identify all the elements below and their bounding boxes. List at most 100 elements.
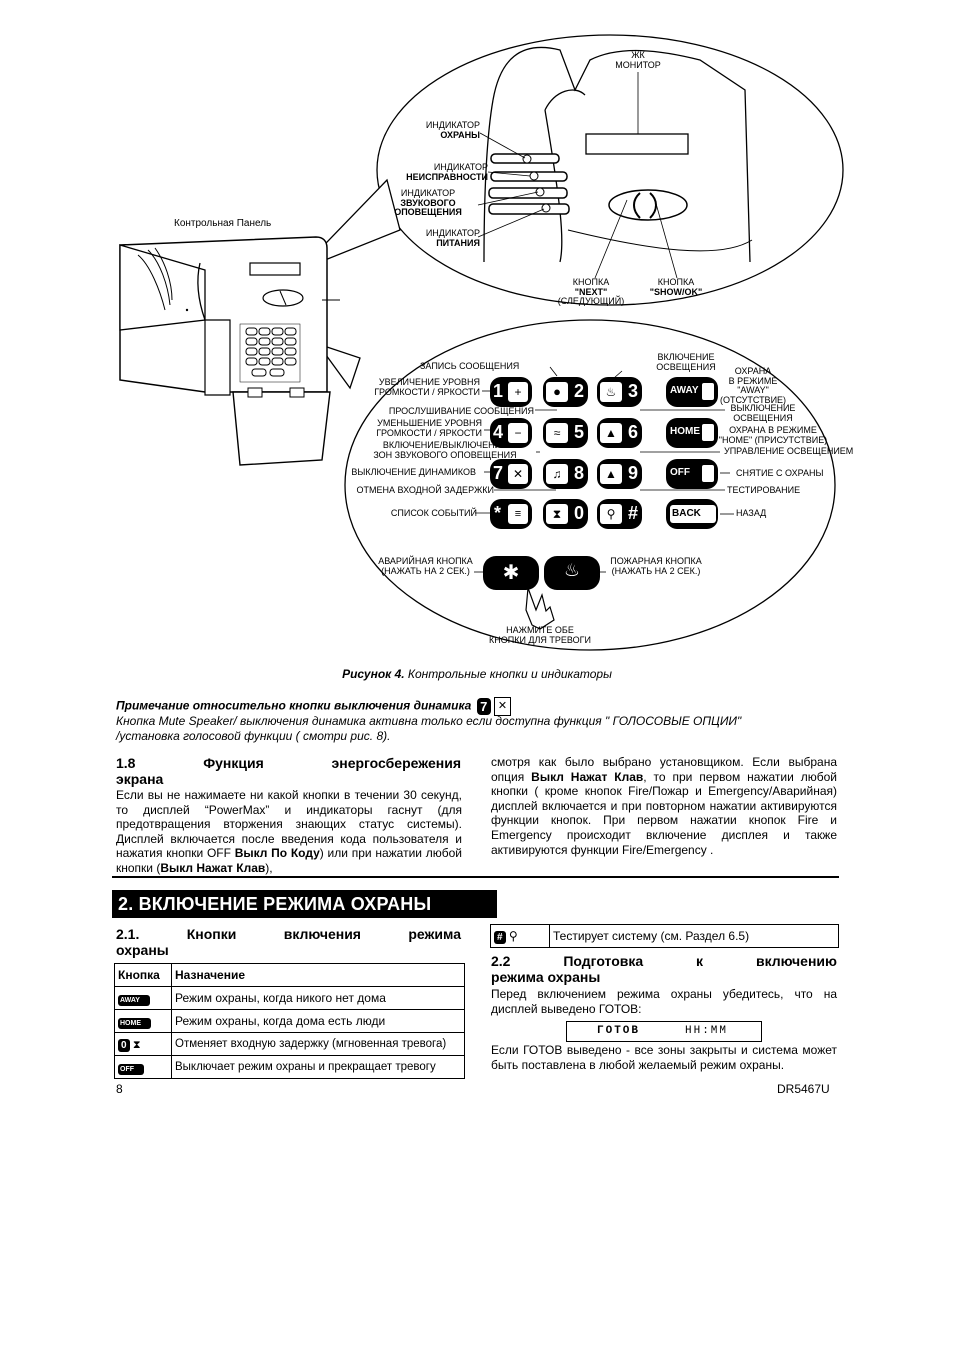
key-back[interactable]: BACK [666,499,718,529]
section-2-title-bar [112,890,497,918]
label-emergency: АВАРИЙНАЯ КНОПКА(НАЖАТЬ НА 2 СЕК.) [378,556,473,576]
after-ready-text: Если ГОТОВ выведено - все зоны закрыты и… [491,1043,837,1072]
key-5[interactable]: ≈ 5 [543,418,588,448]
key-7[interactable]: 7 ✕ [490,459,532,489]
key-2[interactable]: ● 2 [543,377,588,407]
document-code: DR5467U [777,1082,830,1096]
section-2-1-heading-2: охраны [116,942,169,958]
listen-icon: ≈ [546,423,568,443]
test-key-table: # ⚲ Тестирует систему (см. Раздел 6.5) [490,924,839,948]
table-cell: Режим охраны, когда дома есть люди [171,1009,465,1033]
section-divider [112,876,839,878]
light-off-icon: ▲ [600,423,622,443]
label-fire: ПОЖАРНАЯ КНОПКА(НАЖАТЬ НА 2 СЕК.) [610,556,702,576]
hourglass-icon: ⧗ [546,504,568,524]
key-8[interactable]: ♫ 8 [543,459,588,489]
section-1-8-heading-2: экрана [116,771,164,787]
table-row: AWAY Режим охраны, когда никого нет дома [114,986,465,1010]
test-key-icon: # ⚲ [490,924,550,948]
fire-icon: ♨ [563,560,581,580]
lock-icon [702,383,714,400]
key-star[interactable]: * ≡ [490,499,532,529]
key-4[interactable]: 4 − [490,418,532,448]
table-row: OFF Выключает режим охраны и прекращает … [114,1055,465,1079]
home-key-icon: HOME [114,1009,172,1033]
key-home[interactable]: HOME [666,418,718,448]
record-icon: ● [546,382,568,402]
test-icon: ⚲ [600,504,622,524]
table-header-row: Кнопка Назначение [114,963,465,987]
section-2-1-heading: 2.1. Кнопки включения режима [116,926,461,942]
key-3[interactable]: ♨ 3 [597,377,642,407]
section-2-2-heading-2: режима охраны [491,969,601,985]
control-panel-label: Контрольная Панель [174,218,272,229]
keypad-keys: 1 + ● 2 ♨ 3 AWAY 4 − ≈ 5 ▲ 6 HOME 7 ✕ ♫ … [0,0,954,660]
label-back: НАЗАД [736,508,767,518]
hand-icon [525,587,555,630]
instant-key-icon: 0 ⧗ [114,1032,172,1056]
light-on-icon: ♨ [600,382,622,402]
emergency-key[interactable]: ✱ [483,556,539,590]
label-disarm: СНЯТИЕ С ОХРАНЫ [736,468,824,478]
figure-caption: Рисунок 4. Контрольные кнопки и индикато… [342,667,612,681]
label-event-log: СПИСОК СОБЫТИЙ [390,508,477,518]
volume-up-icon: + [508,382,528,402]
note-text: Кнопка Mute Speaker/ выключения динамика… [116,714,742,743]
event-log-icon: ≡ [508,504,528,524]
ready-time: HH:MM [685,1025,729,1037]
control-panel-figure [119,34,844,651]
mute-speaker-icon: ✕ [508,464,528,484]
key-1[interactable]: 1 + [490,377,532,407]
key-hash[interactable]: ⚲ # [597,499,642,529]
table-row: # ⚲ Тестирует систему (см. Раздел 6.5) [490,924,839,948]
label-test: ТЕСТИРОВАНИЕ [727,485,801,495]
show-ok-button-label: КНОПКА"SHOW/OK" [649,277,703,297]
off-key-icon: OFF [114,1055,172,1079]
key-9[interactable]: ▲ 9 [597,459,642,489]
chime-icon: ♫ [546,464,568,484]
section-1-8-heading: 1.8 Функция энергосбережения [116,755,461,771]
emergency-icon: ✱ [502,562,520,584]
before-arming-text: Перед включением режима охраны убедитесь… [491,987,837,1016]
label-home: ОХРАНА В РЕЖИМЕ"HOME" (ПРИСУТСТВИЕ) [718,425,828,445]
mute-speaker-icon: ✕ [494,697,512,716]
key-off[interactable]: OFF [666,459,718,489]
table-cell: Выключает режим охраны и прекращает трев… [171,1055,465,1079]
away-key-icon: AWAY [114,986,172,1010]
light-control-icon: ▲ [600,464,622,484]
label-cancel-entry: ОТМЕНА ВХОДНОЙ ЗАДЕРЖКИ [356,485,494,495]
section-1-8-left-text: Если вы не нажимаете ни какой кнопки в т… [116,788,462,875]
label-listen: ПРОСЛУШИВАНИЕ СООБЩЕНИЯ [388,406,534,416]
table-cell: Тестирует систему (см. Раздел 6.5) [549,924,839,948]
label-mute: ВЫКЛЮЧЕНИЕ ДИНАМИКОВ [351,467,476,477]
arming-keys-table: Кнопка Назначение AWAY Режим охраны, ког… [114,963,465,1079]
volume-down-icon: − [508,423,528,443]
section-2-title: 2. ВКЛЮЧЕНИЕ РЕЖИМА ОХРАНЫ [118,894,432,914]
key-away[interactable]: AWAY [666,377,718,407]
note-title: Примечание относительно кнопки выключени… [116,697,512,716]
key-7-icon: 7 [476,698,491,715]
key-6[interactable]: ▲ 6 [597,418,642,448]
fire-key[interactable]: ♨ [544,556,600,590]
key-0[interactable]: ⧗ 0 [543,499,588,529]
table-row: HOME Режим охраны, когда дома есть люди [114,1009,465,1033]
label-record: ЗАПИСЬ СООБЩЕНИЯ [420,361,520,371]
section-2-2-heading: 2.2 Подготовка к включению [491,953,837,969]
next-button-label: КНОПКА"NEXT"(СЛЕДУЮЩИЙ) [557,277,625,306]
page-number: 8 [116,1082,123,1096]
ready-status: ГОТОВ [597,1025,641,1037]
ready-display: ГОТОВ HH:MM [566,1021,762,1042]
table-cell: Отменяет входную задержку (мгновенная тр… [171,1032,465,1056]
table-header: Кнопка [114,963,172,987]
label-light-control: УПРАВЛЕНИЕ ОСВЕЩЕНИЕМ [724,446,854,456]
